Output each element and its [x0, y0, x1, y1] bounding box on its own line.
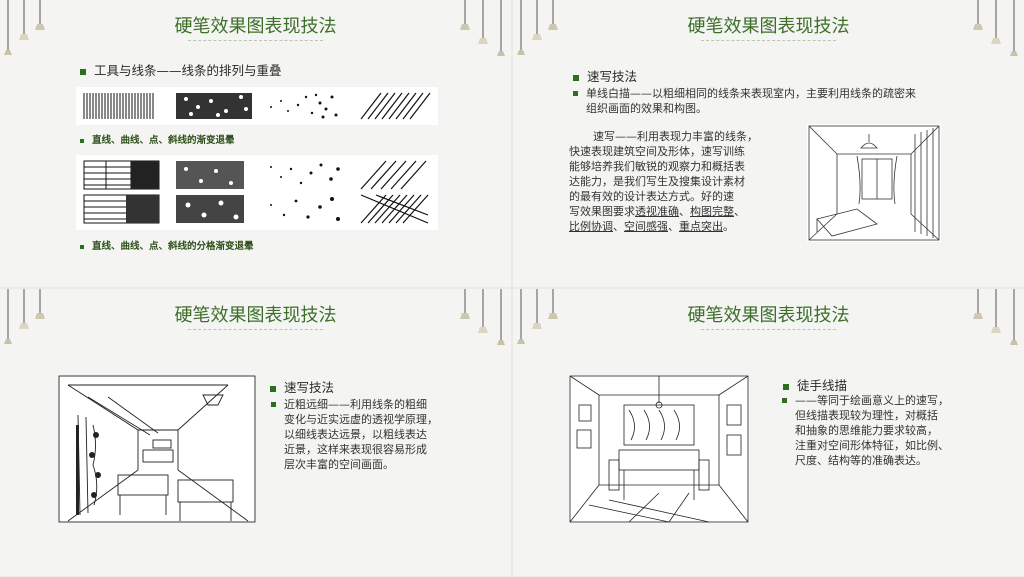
caption: 直线、曲线、点、斜线的分格渐变退晕	[80, 238, 254, 252]
slide-title: 硬笔效果图表现技法	[174, 16, 337, 37]
line-texture-panel-1	[76, 87, 438, 125]
bullet-square-icon	[271, 402, 276, 407]
pendant-lamp-icon	[455, 289, 505, 349]
pendant-lamp-icon	[515, 289, 558, 349]
slide-title: 硬笔效果图表现技法	[174, 305, 337, 326]
bullet-square-icon	[782, 398, 787, 403]
bullet-square-icon	[573, 91, 578, 96]
caption: 直线、曲线、点、斜线的渐变退晕	[80, 132, 235, 146]
restaurant-sketch-image	[58, 375, 256, 523]
pendant-lamp-icon	[968, 0, 1018, 60]
bullet-square-icon	[80, 68, 86, 75]
slide-4: 硬笔效果图表现技法 徒手线描 ——等同于绘画意义上的速写，	[513, 289, 1024, 576]
slide-title: 硬笔效果图表现技法	[687, 16, 850, 37]
bullet-square-icon	[80, 138, 84, 143]
slide-2: 硬笔效果图表现技法 速写技法 单线白描——以粗细相同的线条来表现室内，主要利用线…	[513, 0, 1024, 287]
bullet-square-icon	[270, 385, 276, 392]
pendant-lamp-icon	[968, 289, 1018, 349]
bullet-square-icon	[783, 383, 789, 390]
pendant-lamp-icon	[515, 0, 558, 60]
pendant-lamp-icon	[2, 0, 45, 60]
paragraph: 速写——利用表现力丰富的线条， 快速表现建筑空间及形体，速写训练 能够培养我们敏…	[569, 130, 758, 233]
slide-title: 硬笔效果图表现技法	[687, 305, 850, 326]
pendant-lamp-icon	[455, 0, 505, 60]
line-texture-panel-2	[76, 155, 438, 230]
title-divider	[701, 40, 836, 41]
sub-bullet: 单线白描——以粗细相同的线条来表现室内，主要利用线条的疏密来 组织画面的效果和构…	[573, 86, 1006, 116]
title-divider	[188, 329, 323, 330]
pendant-lamp-icon	[2, 289, 45, 349]
bullet-square-icon	[573, 74, 579, 81]
sub-bullet: 近粗远细——利用线条的粗细 变化与近实远虚的透视学原理， 以细线表达远景，以粗线…	[271, 397, 484, 472]
title-divider	[188, 40, 323, 41]
bullet-item: 徒手线描	[783, 375, 847, 394]
bullet-square-icon	[80, 244, 84, 249]
title-divider	[701, 329, 836, 330]
bullet-item: 速写技法	[573, 66, 637, 85]
slide-1: 硬笔效果图表现技法 工具与线条——线条的排列与重叠 直线、曲线、点、斜线的渐变退…	[0, 0, 511, 287]
dining-room-sketch-image	[569, 375, 749, 523]
bullet-item: 速写技法	[270, 377, 334, 396]
interior-sketch-image	[807, 124, 941, 242]
slide-3: 硬笔效果图表现技法 速写技法 近粗远细——利用线条的粗细 变化与近实远虚的透视	[0, 289, 511, 576]
sub-bullet: ——等同于绘画意义上的速写， 但线描表现较为理性，对概括 和抽象的思维能力要求较…	[782, 393, 995, 468]
bullet-item: 工具与线条——线条的排列与重叠	[80, 60, 282, 79]
